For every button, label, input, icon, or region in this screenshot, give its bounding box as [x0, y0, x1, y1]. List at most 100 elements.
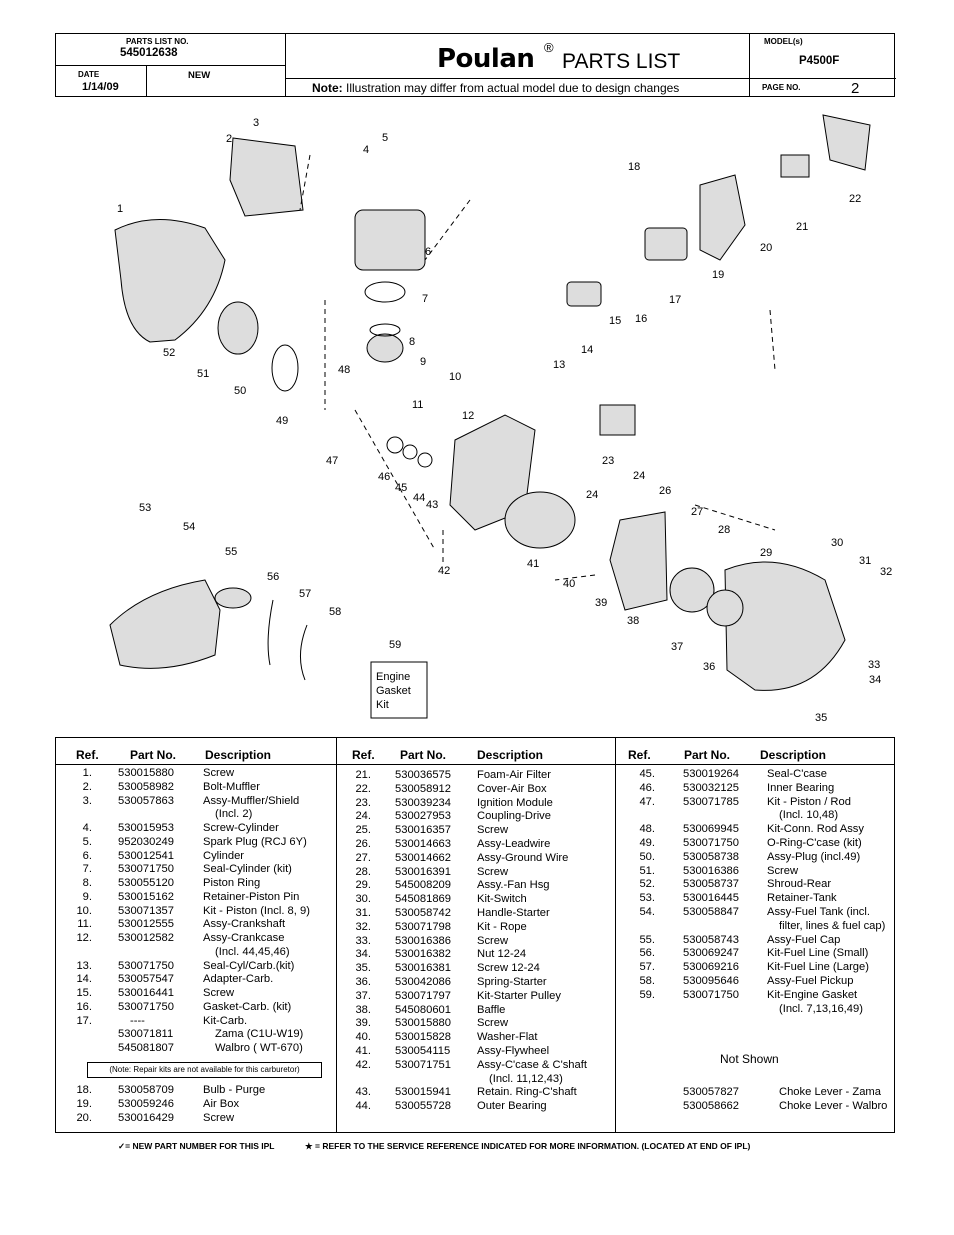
part-ref: 27. [355, 851, 371, 864]
part-number: 530057863 [118, 794, 174, 807]
part-number: 530015828 [395, 1031, 451, 1044]
part-ref: 54. [639, 906, 655, 918]
header-box: PARTS LIST NO. 545012638 DATE 1/14/09 NE… [55, 33, 896, 97]
model-value: P4500F [799, 55, 840, 67]
parts-list-no-label: PARTS LIST NO. [126, 37, 189, 46]
illustration-note: Note: Illustration may differ from actua… [312, 81, 679, 95]
piston-shape [366, 333, 404, 363]
part-number: 530071750 [118, 1000, 174, 1013]
part-ref: 38. [355, 1003, 371, 1016]
svg-text:19: 19 [712, 269, 724, 281]
part-description: Assy-Crankshaft [203, 918, 286, 931]
part-ref: 32. [355, 920, 371, 933]
part-description: Kit-Carb. [203, 1014, 248, 1027]
svg-text:7: 7 [422, 293, 428, 305]
svg-text:28: 28 [718, 524, 730, 536]
part-ref: 12. [76, 932, 92, 944]
part-ref: 1. [82, 767, 92, 779]
part-number: 530014662 [395, 851, 451, 864]
kit-box-line: Engine [376, 671, 410, 683]
baffle-shape [609, 511, 668, 611]
part-description: filter, lines & fuel cap) [779, 919, 886, 932]
part-ref: 7. [82, 863, 92, 876]
part-number: 530012541 [118, 849, 174, 862]
part-ref: 17. [76, 1014, 92, 1027]
svg-text:50: 50 [234, 385, 246, 397]
part-number: 530016386 [683, 864, 739, 877]
part-description: Outer Bearing [477, 1100, 547, 1113]
part-description: Bolt-Muffler [203, 780, 260, 793]
part-description: Kit-Fuel Line (Small) [767, 947, 869, 960]
svg-text:37: 37 [671, 641, 683, 653]
svg-text:52: 52 [163, 347, 175, 359]
part-description: O-Ring-C'case (kit) [767, 837, 862, 849]
seal-shape [417, 452, 433, 468]
part-number: 530069945 [683, 823, 739, 836]
svg-text:4: 4 [363, 144, 369, 156]
part-number: 530058709 [118, 1084, 174, 1096]
svg-text:2: 2 [226, 133, 232, 145]
part-description: Seal-Cylinder (kit) [203, 863, 292, 876]
part-description: Choke Lever - Walbro [779, 1100, 888, 1112]
parts-table [55, 737, 895, 1133]
cylinder-shape [354, 209, 426, 271]
page-number: 2 [851, 80, 860, 97]
part-description: Washer-Flat [477, 1031, 538, 1044]
air-box-shape [699, 174, 746, 261]
part-number: 530057547 [118, 973, 174, 986]
part-description: Assy-Flywheel [477, 1045, 550, 1057]
part-ref: 49. [639, 837, 655, 849]
part-description: Nut 12-24 [477, 948, 527, 961]
svg-text:20: 20 [760, 242, 772, 254]
part-ref: 51. [639, 864, 655, 877]
svg-text:8: 8 [409, 336, 415, 348]
svg-text:54: 54 [183, 521, 195, 533]
part-number: 530069247 [683, 947, 739, 960]
part-description: Inner Bearing [767, 781, 835, 794]
part-number: 530055728 [395, 1100, 451, 1113]
fuel-cap-shape [214, 587, 252, 609]
part-description: Kit - Piston / Rod [767, 795, 851, 808]
part-number: 530058912 [395, 782, 451, 795]
part-ref: 19. [76, 1097, 92, 1110]
svg-text:16: 16 [635, 313, 647, 325]
part-number: 530071750 [683, 988, 739, 1001]
part-number: 530071797 [395, 989, 451, 1002]
air-filter-shape [780, 154, 810, 178]
part-ref: 29. [355, 879, 371, 892]
part-number: 530036575 [395, 769, 451, 781]
part-number: 545081807 [118, 1042, 174, 1054]
part-ref: 41. [355, 1045, 371, 1057]
part-description: Assy.-Fan Hsg [477, 879, 550, 892]
part-ref: 9. [82, 890, 92, 903]
flywheel-shape [504, 491, 576, 549]
part-ref: 23. [355, 796, 371, 809]
part-number: 530039234 [395, 796, 451, 809]
part-ref: 15. [76, 987, 92, 999]
part-number: 530016386 [395, 934, 451, 947]
svg-text:58: 58 [329, 606, 341, 618]
part-ref: 6. [82, 849, 92, 862]
svg-text:9: 9 [420, 356, 426, 368]
page-title: PARTS LIST [562, 50, 681, 73]
part-number: 530016429 [118, 1111, 174, 1124]
fuel-line-shape [300, 624, 308, 681]
part-ref: 5. [82, 835, 92, 848]
svg-text:36: 36 [703, 661, 715, 673]
part-number: 530071811 [118, 1028, 174, 1041]
part-ref: 48. [639, 823, 655, 836]
svg-text:24: 24 [633, 470, 645, 482]
bearing-shape [386, 436, 404, 454]
part-ref: 28. [355, 865, 371, 878]
svg-text:53: 53 [139, 502, 151, 514]
part-ref: 39. [355, 1017, 371, 1030]
part-ref: 31. [355, 907, 371, 919]
part-number: 530055120 [118, 877, 174, 889]
svg-text:42: 42 [438, 565, 450, 577]
part-description: Screw-Cylinder [203, 822, 279, 834]
part-description: Handle-Starter [477, 907, 550, 919]
svg-text:59: 59 [389, 639, 401, 651]
leader-lines [299, 154, 776, 581]
part-description: Screw [477, 934, 509, 947]
part-ref: 57. [639, 961, 655, 974]
